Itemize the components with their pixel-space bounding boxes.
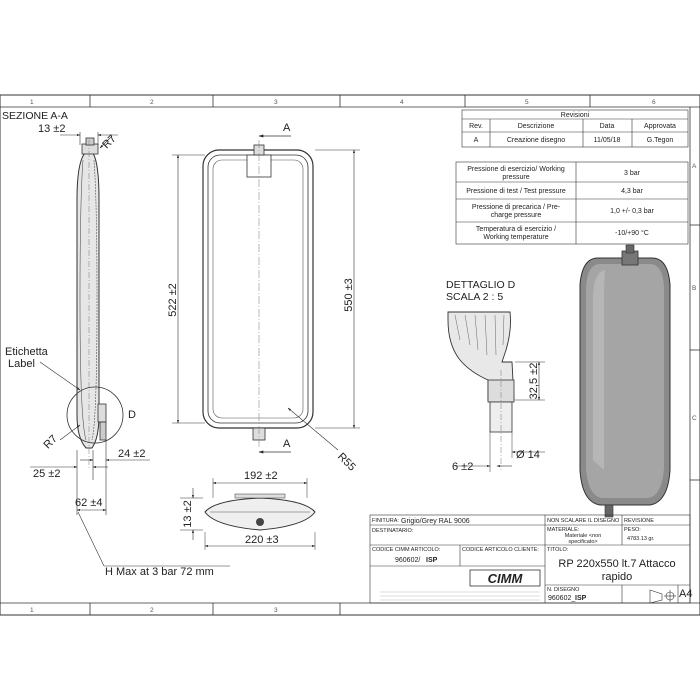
zone-col-2-bottom: 2	[150, 607, 154, 614]
dim-bottom-right: 24 ±2	[118, 448, 145, 460]
bottom-view	[204, 493, 316, 531]
projection-symbol-icon	[649, 589, 676, 604]
weight-value: 4783.13 gr.	[627, 536, 655, 542]
title-value-line2: rapido	[602, 571, 633, 583]
zone-col-5: 5	[525, 99, 529, 106]
detail-dim-height: 32,5 ±2	[528, 363, 540, 400]
zone-row-b: B	[692, 285, 696, 292]
front-view	[202, 140, 314, 448]
section-mark-bottom: A	[283, 438, 291, 450]
detail-dim-width: 6 ±2	[452, 461, 473, 473]
rev-row-approved: G.Tegon	[647, 137, 674, 144]
cimm-logo	[469, 569, 541, 587]
specs-table	[455, 161, 689, 245]
dim-top-width: 13 ±2	[38, 123, 65, 135]
dim-overall: 62 ±4	[75, 497, 102, 509]
rev-row-date: 11/05/18	[594, 137, 621, 144]
dim-bottom-left: 25 ±2	[33, 468, 60, 480]
rev-header-approved: Approvata	[644, 123, 676, 130]
spec-1-value: 3 bar	[624, 170, 641, 177]
label-callout-en: Label	[8, 358, 35, 370]
label-callout-it: Etichetta	[5, 346, 49, 358]
h-max-note: H Max at 3 bar 72 mm	[105, 566, 214, 578]
detail-dim-diameter: Ø 14	[516, 449, 540, 461]
detail-scale: SCALA 2 : 5	[446, 291, 503, 303]
code-suffix: ISP	[426, 557, 438, 564]
dim-radius: R55	[335, 451, 358, 474]
dim-outer-height: 550 ±3	[343, 278, 355, 312]
dim-bottom-radius: R7	[42, 433, 60, 451]
spec-3-label-b: charge pressure	[491, 212, 542, 219]
zone-col-1: 1	[30, 99, 34, 106]
dim-bottom-top-width: 192 ±2	[244, 470, 278, 482]
zone-col-1-bottom: 1	[30, 607, 34, 614]
spec-1-label-b: pressure	[502, 174, 529, 181]
title-block	[369, 514, 691, 604]
sheet-frame	[0, 94, 700, 616]
dim-bottom-height: 13 ±2	[182, 500, 194, 527]
spec-2-value: 4,3 bar	[621, 188, 643, 195]
finish-label: FINITURA:	[372, 518, 399, 524]
material-label: MATERIALE:	[547, 527, 580, 533]
finish-value: Grigio/Grey RAL 9006	[401, 518, 470, 525]
code-value: 960602/	[395, 557, 420, 564]
spec-2-label: Pressione di test / Test pressure	[466, 188, 566, 195]
section-profile	[76, 137, 107, 470]
weight-label: PESO:	[624, 527, 641, 533]
product-render	[579, 244, 671, 518]
section-mark-top: A	[283, 122, 291, 134]
code-label: CODICE CIMM ARTICOLO:	[372, 547, 441, 553]
revisions-title: Revisioni	[561, 112, 590, 119]
spec-4-value: -10/+90 °C	[615, 229, 649, 237]
zone-col-2: 2	[150, 99, 154, 106]
no-scale-note: NON SCALARE IL DISEGNO	[547, 518, 620, 524]
detail-circle	[66, 386, 124, 444]
rev-header-rev: Rev.	[469, 123, 483, 130]
dim-inner-height: 522 ±2	[167, 283, 179, 317]
spec-4-label-b: Working temperature	[483, 234, 548, 241]
rev-header-date: Data	[600, 123, 615, 130]
rev-row-rev: A	[474, 137, 479, 144]
drawing-no-label: N. DISEGNO	[547, 587, 580, 593]
title-label: TITOLO:	[547, 547, 569, 553]
spec-4-label-a: Temperatura di esercizio /	[476, 226, 556, 233]
revision-label: REVISIONE	[624, 518, 654, 524]
zone-col-3: 3	[274, 99, 278, 106]
drawing-no-value: 960602_	[548, 595, 575, 602]
detail-drawing	[447, 311, 515, 470]
material-value-a: Materiale <non	[565, 533, 602, 539]
detail-title: DETTAGLIO D	[446, 279, 516, 291]
cimm-logo-text: CIMM	[488, 571, 524, 586]
recipient-label: DESTINATARIO:	[372, 528, 414, 534]
rev-row-desc: Creazione disegno	[507, 137, 565, 144]
zone-col-4: 4	[400, 99, 404, 106]
client-code-label: CODICE ARTICOLO CLIENTE:	[462, 547, 539, 553]
drawing-no-suffix: ISP	[575, 595, 587, 602]
sheet-size: A4	[679, 588, 692, 600]
rev-header-desc: Descrizione	[518, 123, 555, 130]
revisions-table	[461, 109, 689, 148]
material-value-b: specificato>	[568, 539, 597, 545]
zone-row-a: A	[692, 163, 697, 170]
detail-marker: D	[128, 409, 136, 421]
zone-col-3-bottom: 3	[274, 607, 278, 614]
zone-col-6: 6	[652, 99, 656, 106]
title-value-line1: RP 220x550 lt.7 Attacco	[558, 558, 675, 570]
spec-3-value: 1,0 +/- 0,3 bar	[610, 208, 654, 215]
section-title: SEZIONE A-A	[2, 110, 68, 122]
dim-top-radius: R7	[100, 133, 118, 151]
spec-1-label-a: Pressione di esercizio/ Working	[467, 166, 565, 173]
spec-3-label-a: Pressione di precarica / Pre-	[472, 204, 561, 211]
dim-bottom-width: 220 ±3	[245, 534, 279, 546]
zone-row-c: C	[692, 415, 697, 422]
